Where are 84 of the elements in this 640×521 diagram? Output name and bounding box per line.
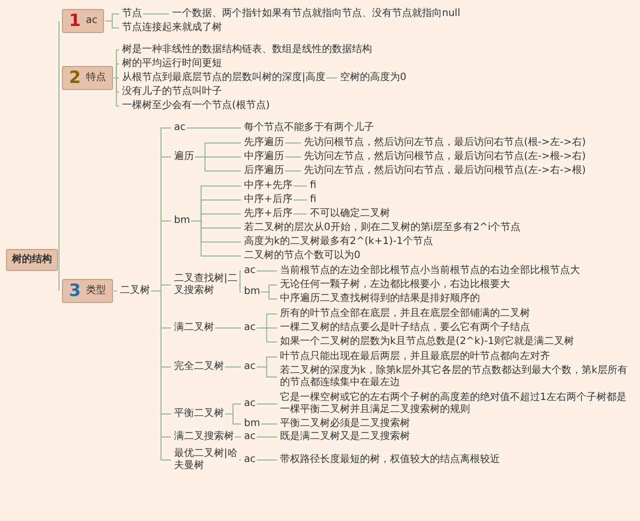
branch-text: 先访问左节点，然后访问右节点，最后访问根节点(左->右->根) bbox=[304, 165, 586, 177]
topic-box bbox=[62, 66, 113, 90]
branch-text: 完全二叉树 bbox=[174, 361, 224, 373]
topic-box bbox=[62, 279, 113, 303]
branch-connector bbox=[284, 156, 302, 158]
branch-text: 最优二叉树|哈夫曼树 bbox=[174, 448, 238, 472]
branch-text: 每个节点不能多于有两个儿子 bbox=[244, 122, 374, 134]
topic-number: 1 bbox=[69, 12, 81, 30]
branch-connector bbox=[58, 260, 60, 292]
branch-text: 它是一棵空树或它的左右两个子树的高度差的绝对值不超过1左右两个子树都是一棵平衡二叉树并且满足二叉搜索树的规则 bbox=[280, 392, 635, 416]
branch-text: 一棵树至少会有一个节点(根节点) bbox=[122, 100, 270, 112]
branch-text: 先访问左节点，然后访问根节点，最后访问右节点(左->根->右) bbox=[304, 151, 586, 163]
branch-text: 一个数据、两个指针如果有节点就指向节点、没有节点就指向null bbox=[172, 8, 460, 20]
branch-text: 节点 bbox=[122, 8, 142, 20]
branch-text: 所有的叶节点全部在底层，并且在底层全部铺满的二叉树 bbox=[280, 308, 530, 320]
branch-connector bbox=[113, 64, 120, 78]
branch-text: 一棵二叉树的结点要么是叶子结点，要么它有两个子结点 bbox=[280, 322, 530, 334]
branch-text: bm bbox=[174, 215, 190, 227]
branch-text: 二叉树的节点个数可以为0 bbox=[244, 250, 360, 262]
branch-text: 没有儿子的节点叫叶子 bbox=[122, 86, 222, 98]
branch-text: 树的平均运行时间更短 bbox=[122, 58, 222, 70]
branch-connector bbox=[256, 436, 278, 438]
topic-label: 特点 bbox=[86, 72, 106, 84]
branch-text: 既是满二叉树又是二叉搜索树 bbox=[280, 431, 410, 443]
topic-box bbox=[62, 9, 104, 33]
branch-text: ac bbox=[174, 122, 186, 134]
branch-text: fi bbox=[310, 194, 316, 206]
branch-text: 高度为k的二叉树最多有2^(k+1)-1个节点 bbox=[244, 236, 433, 248]
branch-text: bm bbox=[244, 286, 260, 298]
branch-connector bbox=[256, 270, 278, 272]
branch-text: 如果一个二叉树的层数为k且节点总数是(2^k)-1则它就是满二叉树 bbox=[280, 336, 574, 348]
branch-connector bbox=[113, 290, 118, 292]
branch-text: ac bbox=[244, 454, 256, 466]
branch-connector bbox=[224, 414, 242, 424]
branch-connector bbox=[194, 156, 242, 172]
branch-connector bbox=[238, 270, 242, 286]
branch-text: 满二叉搜索树 bbox=[174, 431, 234, 443]
branch-text: 二叉树 bbox=[120, 285, 150, 297]
topic-number: 3 bbox=[69, 282, 81, 300]
branch-text: ac bbox=[244, 361, 256, 373]
branch-connector bbox=[234, 436, 242, 438]
branch-connector bbox=[284, 170, 302, 172]
branch-text: ac bbox=[244, 398, 256, 410]
topic-label: 类型 bbox=[86, 285, 106, 297]
branch-connector bbox=[256, 366, 278, 378]
branch-text: 带权路径长度最短的树，权值较大的结点离根较近 bbox=[280, 454, 500, 466]
branch-text: 平衡二叉树 bbox=[174, 408, 224, 420]
branch-connector bbox=[238, 284, 242, 292]
branch-text: 节点连接起来就成了树 bbox=[122, 22, 222, 34]
branch-text: 后序遍历 bbox=[244, 165, 284, 177]
branch-text: 当前根节点的左边全部比根节点小当前根节点的右边全部比根节点大 bbox=[280, 265, 580, 277]
branch-text: bm bbox=[244, 418, 260, 430]
branch-text: 中序+先序 bbox=[244, 180, 292, 192]
branch-connector bbox=[256, 328, 278, 342]
branch-connector bbox=[260, 292, 278, 300]
branch-text: 无论任何一颗子树，左边都比根要小，右边比根要大 bbox=[280, 279, 510, 291]
branch-text: 二叉查找树|二叉搜索树 bbox=[174, 273, 238, 297]
branch-text: 不可以确定二叉树 bbox=[310, 208, 390, 220]
branch-connector bbox=[284, 142, 302, 144]
branch-text: 先访问根节点，然后访问左节点，最后访问右节点(根->左->右) bbox=[304, 137, 586, 149]
topic-number: 2 bbox=[69, 69, 81, 87]
branch-text: 若二叉树的层次从0开始，则在二叉树的第i层至多有2^i个节点 bbox=[244, 222, 521, 234]
branch-text: 遍历 bbox=[174, 151, 194, 163]
branch-text: 中序遍历 bbox=[244, 151, 284, 163]
branch-text: ac bbox=[244, 431, 256, 443]
branch-text: 中序遍历二叉查找树得到的结果是排好顺序的 bbox=[280, 293, 480, 305]
branch-text: 从根节点到最底层节点的层数叫树的深度|高度 bbox=[122, 72, 326, 84]
branch-connector bbox=[104, 20, 120, 28]
branch-text: ac bbox=[244, 322, 256, 334]
branch-text: 若二叉树的深度为k，除第k层外其它各层的节点数都达到最大个数，第k层所有的节点都连续集中在最左边 bbox=[280, 365, 635, 389]
branch-connector bbox=[113, 78, 120, 106]
branch-text: 满二叉树 bbox=[174, 322, 214, 334]
branch-text: 中序+后序 bbox=[244, 194, 292, 206]
branch-text: fi bbox=[310, 180, 316, 192]
branch-text: ac bbox=[244, 265, 256, 277]
branch-text: 树是一种非线性的数据结构链表、数组是线性的数据结构 bbox=[122, 44, 372, 56]
root-topic-box: 树的结构 bbox=[6, 249, 58, 271]
branch-text: 叶节点只能出现在最后两层，并且最底层的叶节点都向左对齐 bbox=[280, 351, 550, 363]
branch-text: 空树的高度为0 bbox=[340, 72, 406, 84]
branch-text: 平衡二叉树必须是二叉搜索树 bbox=[280, 418, 410, 430]
topic-label: ac bbox=[86, 15, 98, 27]
branch-text: 先序遍历 bbox=[244, 137, 284, 149]
branch-text: 先序+后序 bbox=[244, 208, 292, 220]
branch-connector bbox=[224, 366, 242, 368]
